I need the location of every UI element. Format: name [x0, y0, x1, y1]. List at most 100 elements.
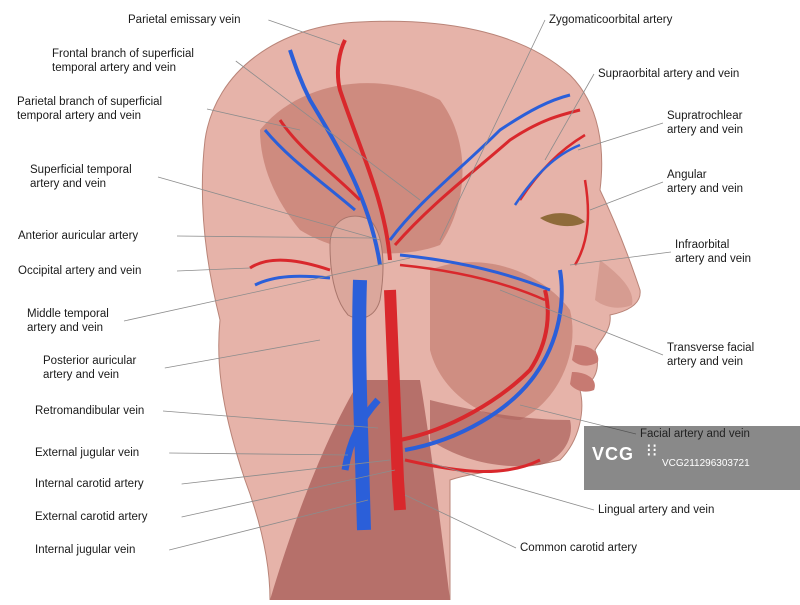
label-superficial-temporal-line: artery and vein: [30, 178, 107, 190]
ear: [329, 215, 384, 319]
label-internal-jugular-line: Internal jugular vein: [35, 544, 136, 556]
leader-superficial-temporal: [157, 176, 381, 241]
label-external-jugular-line: External jugular vein: [35, 447, 140, 459]
label-supraorbital: Supraorbital artery and vein: [598, 67, 739, 81]
label-parietal-branch-line: Parietal branch of superficial: [17, 96, 163, 108]
label-internal-jugular: Internal jugular vein: [35, 543, 135, 557]
label-frontal-branch-line: temporal artery and vein: [52, 62, 177, 74]
label-internal-carotid: Internal carotid artery: [35, 477, 144, 491]
label-angular-line: Angular: [667, 169, 707, 181]
label-lingual: Lingual artery and vein: [598, 503, 714, 517]
parietal-branch-vessels: [278, 119, 362, 202]
leader-middle-temporal: [123, 257, 411, 322]
label-posterior-auricular-line: Posterior auricular: [43, 355, 137, 367]
label-parietal-emissary-vein-line: Parietal emissary vein: [128, 14, 241, 26]
label-occipital: Occipital artery and vein: [18, 264, 141, 278]
leader-lingual: [419, 459, 595, 511]
label-angular: Angular artery and vein: [667, 168, 743, 196]
label-zygomaticoorbital: Zygomaticoorbital artery: [549, 13, 672, 27]
lips: [572, 345, 599, 366]
label-infraorbital: Infraorbital artery and vein: [675, 238, 751, 266]
label-middle-temporal: Middle temporal artery and vein: [27, 307, 109, 335]
label-posterior-auricular-line: artery and vein: [43, 369, 120, 381]
leader-parietal-emissary-vein: [268, 19, 341, 46]
common-carotid-artery: [384, 289, 406, 511]
label-superficial-temporal: Superficial temporal artery and vein: [30, 163, 132, 191]
label-common-carotid: Common carotid artery: [520, 541, 637, 555]
label-zygomaticoorbital-line: Zygomaticoorbital artery: [549, 14, 673, 26]
label-supratrochlear-line: Supratrochlear: [667, 110, 743, 122]
leader-supraorbital: [544, 73, 595, 161]
label-external-carotid: External carotid artery: [35, 510, 148, 524]
label-transverse-facial: Transverse facial artery and vein: [667, 341, 754, 369]
temporal-muscle: [260, 83, 463, 254]
label-retromandibular: Retromandibular vein: [35, 404, 144, 418]
external-jugular-vein-path: [341, 397, 381, 471]
watermark-logo: VCG: [592, 444, 635, 464]
label-angular-line: artery and vein: [667, 183, 744, 195]
label-transverse-facial-line: Transverse facial: [667, 342, 755, 354]
supraorbital-vein: [513, 143, 581, 206]
facial-vessels: [399, 289, 550, 442]
superficial-temporal-artery: [335, 39, 392, 261]
nose: [595, 260, 633, 308]
leader-occipital: [176, 267, 251, 272]
label-transverse-facial-line: artery and vein: [667, 356, 744, 368]
leader-anterior-auricular: [176, 235, 373, 239]
label-superficial-temporal-line: Superficial temporal: [30, 164, 132, 176]
leader-retromandibular: [162, 410, 379, 429]
transverse-facial-artery: [399, 263, 546, 302]
label-infraorbital-line: Infraorbital: [675, 239, 730, 251]
leader-common-carotid: [404, 494, 517, 549]
label-retromandibular-line: Retromandibular vein: [35, 405, 145, 417]
leader-frontal-branch: [235, 60, 421, 201]
label-external-jugular: External jugular vein: [35, 446, 139, 460]
cheek-muscle: [430, 262, 573, 420]
label-posterior-auricular: Posterior auricular artery and vein: [43, 354, 136, 382]
transverse-facial-vessels: [399, 253, 551, 292]
leader-posterior-auricular: [164, 339, 321, 369]
leader-zygomaticoorbital: [439, 19, 546, 241]
label-middle-temporal-line: artery and vein: [27, 322, 104, 334]
watermark-id: VCG211296303721: [662, 458, 750, 469]
superficial-temporal-vein: [288, 49, 382, 266]
occipital-vessels: [249, 258, 331, 272]
leader-lines: [123, 19, 672, 551]
parietal-branch-vein: [263, 129, 356, 212]
frontal-branch-vessels: [388, 93, 571, 241]
label-supratrochlear-line: artery and vein: [667, 124, 744, 136]
leader-infraorbital: [569, 251, 672, 266]
lingual-vessels: [404, 458, 541, 474]
label-infraorbital-line: artery and vein: [675, 253, 752, 265]
label-external-carotid-line: External carotid artery: [35, 511, 148, 523]
watermark: VCG ⁝⁝ VCG211296303721: [584, 426, 800, 490]
leader-external-carotid: [181, 469, 396, 518]
leader-supratrochlear: [577, 122, 664, 151]
leader-external-jugular: [169, 452, 349, 456]
internal-jugular-vein: [352, 279, 371, 531]
frontal-branch-artery: [393, 108, 581, 246]
label-internal-carotid-line: Internal carotid artery: [35, 478, 144, 490]
label-middle-temporal-line: Middle temporal: [27, 308, 109, 320]
label-frontal-branch-line: Frontal branch of superficial: [52, 48, 194, 60]
label-anterior-auricular: Anterior auricular artery: [18, 229, 138, 243]
label-parietal-branch-line: temporal artery and vein: [17, 110, 142, 122]
eye: [540, 213, 585, 227]
facial-vein: [404, 269, 564, 452]
label-parietal-branch: Parietal branch of superficial temporal a…: [17, 95, 162, 123]
leader-angular: [589, 181, 664, 211]
label-supraorbital-line: Supraorbital artery and vein: [598, 68, 740, 80]
angular-vessels: [573, 179, 590, 266]
label-common-carotid-line: Common carotid artery: [520, 542, 637, 554]
leader-parietal-branch: [206, 108, 301, 131]
label-parietal-emissary-vein: Parietal emissary vein: [128, 13, 240, 27]
leader-internal-jugular: [169, 499, 369, 551]
leader-transverse-facial: [499, 289, 664, 356]
lips-lower: [570, 372, 595, 392]
label-anterior-auricular-line: Anterior auricular artery: [18, 230, 139, 242]
label-occipital-line: Occipital artery and vein: [18, 265, 142, 277]
label-supratrochlear: Supratrochlear artery and vein: [667, 109, 743, 137]
label-frontal-branch: Frontal branch of superficial temporal ar…: [52, 47, 194, 75]
